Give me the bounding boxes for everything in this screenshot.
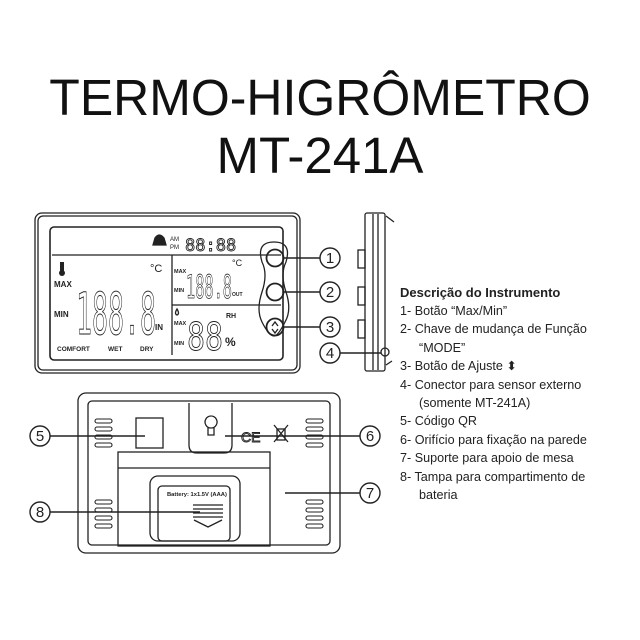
dry-label: DRY — [140, 346, 154, 353]
callout-6 — [359, 425, 381, 447]
description-item-6: 6- Orifício para fixação na parede — [400, 432, 587, 447]
description-item-5: 5- Código QR — [400, 414, 477, 429]
callout-number-4: 4 — [326, 345, 334, 362]
out-max-label: MAX — [174, 269, 187, 275]
callout-2 — [319, 281, 341, 303]
humidity-digits: 88 — [187, 315, 223, 359]
callout-number-2: 2 — [326, 284, 334, 301]
description-item-8: 8- Tampa para compartimento de — [400, 469, 586, 484]
wall-mount-tab — [188, 403, 233, 454]
outdoor-temperature-digits: 188.8 — [186, 268, 232, 306]
description-item-2: 2- Chave de mudança de Função — [400, 322, 587, 337]
callout-number-7: 7 — [366, 485, 374, 502]
hum-max-label: MAX — [174, 321, 187, 327]
title-line-1: TERMO-HIGRÔMETRO — [49, 69, 591, 126]
description-item-7: 7- Suporte para apoio de mesa — [400, 451, 574, 466]
callout-8 — [29, 501, 51, 523]
min-label: MIN — [54, 310, 69, 319]
comfort-label: COMFORT — [57, 346, 90, 353]
side-view — [357, 212, 395, 372]
up-down-arrow-icon — [271, 320, 279, 335]
desk-stand — [117, 451, 271, 547]
wet-label: WET — [108, 346, 122, 353]
callout-1 — [319, 247, 341, 269]
description-item-3: 3- Botão de Ajuste ⬍ — [400, 359, 517, 374]
am-label: AM — [170, 237, 179, 243]
celsius-unit: °C — [150, 263, 162, 275]
alarm-bell-icon — [152, 234, 167, 246]
rh-label: RH — [226, 313, 236, 320]
callout-number-1: 1 — [326, 250, 334, 267]
battery-label: Battery: 1x1.5V (AAA) — [167, 492, 227, 498]
callout-7 — [359, 482, 381, 504]
weee-bin-icon — [273, 424, 289, 443]
callout-4 — [319, 342, 341, 364]
description-item-1: 1- Botão “Max/Min” — [400, 304, 508, 318]
pm-label: PM — [170, 245, 179, 251]
callout-markers — [29, 247, 381, 523]
back-view: CE Battery: 1x1.5V (AAA) — [77, 392, 341, 554]
callout-number-3: 3 — [326, 319, 334, 336]
ce-mark: CE — [241, 429, 260, 445]
slide-arrow-icon — [193, 504, 223, 528]
instrument-description: Descrição do Instrumento 1- Botão “Max/M… — [400, 284, 635, 504]
description-item-4: 4- Conector para sensor externo — [400, 377, 582, 392]
humidity-drop-icon — [174, 307, 180, 316]
callout-number-5: 5 — [36, 428, 44, 445]
button-panel — [258, 241, 290, 337]
external-sensor-connector — [380, 347, 390, 357]
in-label: IN — [155, 323, 163, 332]
keyhole-icon — [204, 415, 218, 436]
qr-code-area — [135, 417, 164, 449]
callout-leaders — [50, 257, 381, 513]
indoor-temperature-digits: 188.8 — [76, 280, 156, 348]
vent-slots — [94, 418, 324, 529]
hum-min-label: MIN — [174, 341, 184, 347]
callout-number-8: 8 — [36, 504, 44, 521]
description-item-8-cont: bateria — [419, 488, 458, 503]
front-housing — [34, 212, 301, 374]
clock-digits: 88:88 — [185, 236, 236, 256]
description-item-4-cont: (somente MT-241A) — [419, 396, 531, 411]
callout-number-6: 6 — [366, 428, 374, 445]
out-label: OUT — [232, 292, 243, 298]
out-celsius-unit: °C — [232, 258, 243, 268]
description-item-2-cont: “MODE” — [419, 340, 466, 355]
description-heading: Descrição do Instrumento — [400, 285, 561, 300]
front-view: AM PM 88:88 MAX MIN 188.8 °C IN COMFORT … — [34, 212, 301, 374]
percent-label: % — [225, 335, 236, 349]
back-housing — [77, 392, 341, 554]
thermometer-icon — [59, 262, 65, 276]
callout-3 — [319, 316, 341, 338]
callout-5 — [29, 425, 51, 447]
max-min-button[interactable] — [265, 248, 285, 268]
mode-button[interactable] — [265, 282, 285, 302]
out-min-label: MIN — [174, 288, 184, 294]
title-line-2: MT-241A — [216, 127, 424, 184]
max-label: MAX — [54, 280, 72, 289]
